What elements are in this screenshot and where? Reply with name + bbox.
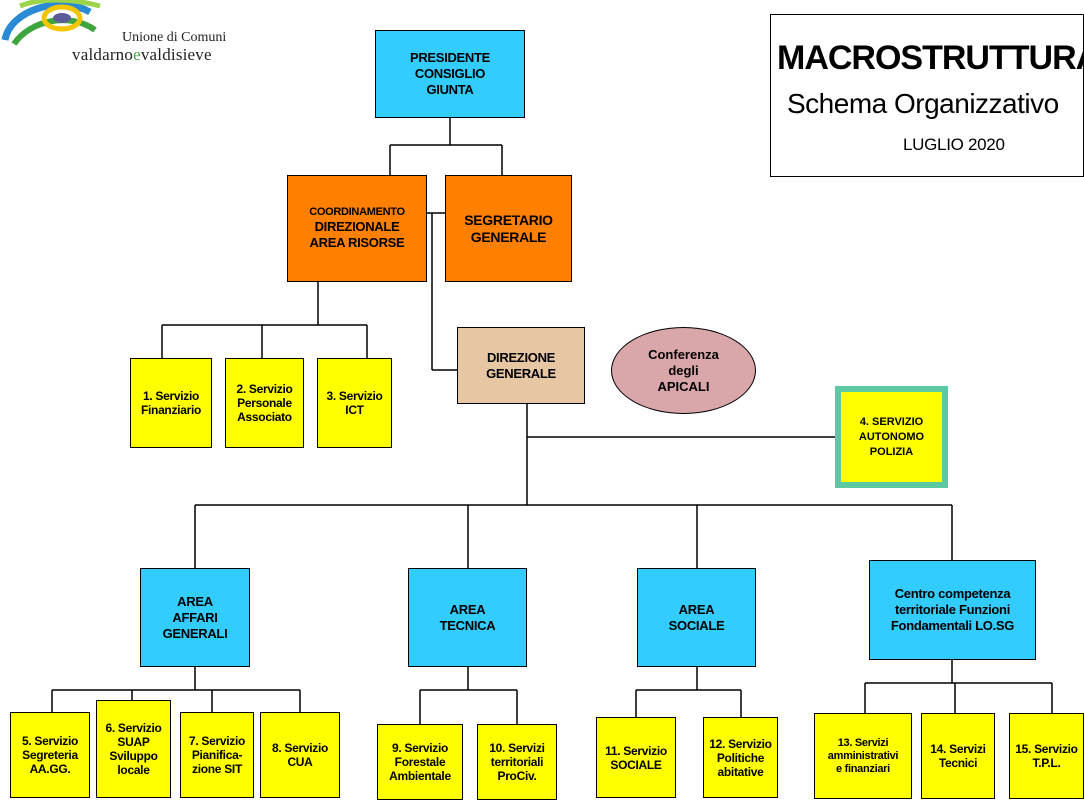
node-servizio-3: 3. Servizio ICT: [317, 358, 392, 448]
node-centro-competenza: Centro competenza territoriale Funzioni …: [869, 560, 1036, 660]
node-area-sociale: AREA SOCIALE: [637, 568, 756, 667]
logo-swirl-icon: [1, 0, 101, 46]
node-area-affari-generali: AREA AFFARI GENERALI: [140, 568, 250, 667]
logo-text-line2: valdarnoevaldisieve: [72, 45, 212, 64]
node-servizio-10: 10. Servizi territoriali ProCiv.: [477, 724, 557, 800]
node-direzione-generale: DIREZIONE GENERALE: [457, 327, 585, 404]
node-coordinamento-line1: COORDINAMENTO: [309, 206, 405, 218]
node-servizio-2: 2. Servizio Personale Associato: [225, 358, 304, 448]
title-subtitle: Schema Organizzativo: [787, 88, 1059, 119]
node-servizio-12: 12. Servizio Politiche abitative: [703, 717, 778, 798]
node-servizio-9: 9. Servizio Forestale Ambientale: [377, 724, 463, 800]
node-servizio-14: 14. Servizi Tecnici: [921, 713, 995, 799]
node-servizio-7: 7. Servizio Pianifica- zione SIT: [180, 712, 254, 798]
node-segretario: SEGRETARIO GENERALE: [445, 175, 572, 282]
title-box: MACROSTRUTTURA Schema Organizzativo LUGL…: [770, 14, 1084, 177]
logo-text-line1: Unione di Comuni: [122, 30, 227, 45]
title-main: MACROSTRUTTURA: [777, 39, 1084, 77]
node-presidente: PRESIDENTE CONSIGLIO GIUNTA: [375, 30, 525, 118]
logo-unione-comuni: Unione di Comuni valdarnoevaldisieve: [0, 0, 260, 80]
node-coordinamento: COORDINAMENTO DIREZIONALE AREA RISORSE: [287, 175, 427, 282]
node-area-tecnica: AREA TECNICA: [408, 568, 527, 667]
node-servizio-15: 15. Servizio T.P.L.: [1009, 713, 1084, 799]
node-servizio-6: 6. Servizio SUAP Sviluppo locale: [96, 700, 171, 798]
node-servizio-5: 5. Servizio Segreteria AA.GG.: [10, 712, 90, 798]
node-servizio-1: 1. Servizio Finanziario: [130, 358, 212, 448]
node-coordinamento-lines: DIREZIONALE AREA RISORSE: [309, 219, 405, 250]
title-date: LUGLIO 2020: [903, 135, 1005, 154]
node-servizio-13: 13. Servizi amministrativi e finanziari: [814, 713, 912, 799]
node-servizio-11: 11. Servizio SOCIALE: [596, 717, 676, 798]
node-servizio-4-polizia: 4. SERVIZIO AUTONOMO POLIZIA: [835, 386, 948, 488]
node-conferenza-apicali: Conferenza degli APICALI: [611, 327, 756, 414]
node-servizio-8: 8. Servizio CUA: [260, 712, 340, 798]
